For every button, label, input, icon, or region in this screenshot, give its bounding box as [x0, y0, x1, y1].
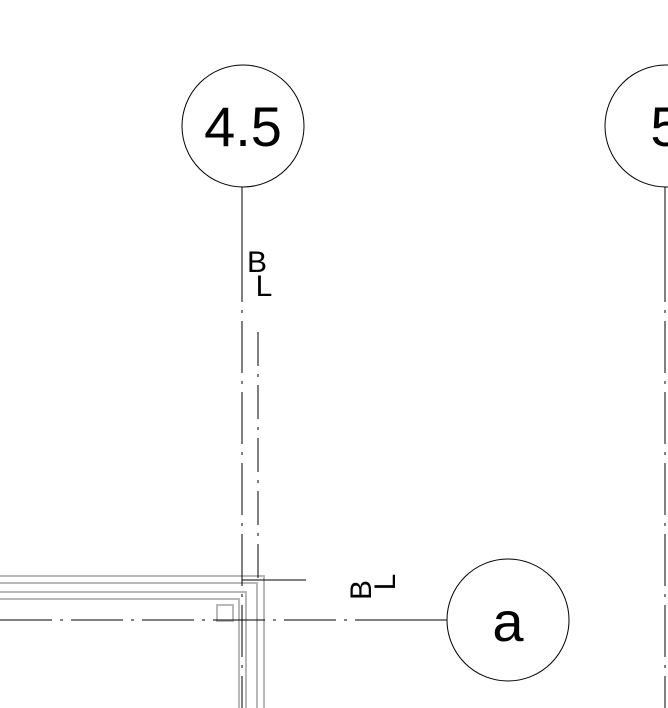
baseline-tag-horizontal-l: L [369, 574, 402, 591]
grid-bubble-5[interactable]: 5 [604, 64, 668, 188]
wall-line-inner-1 [0, 591, 247, 708]
baseline-tag-vertical: B L [247, 246, 272, 303]
baseline-reference[interactable] [242, 332, 306, 581]
wall-line-inner-2 [0, 598, 240, 708]
grid-bubble-5-circle [604, 64, 668, 188]
wall-line-outer-1 [0, 575, 265, 708]
column-marker [216, 604, 234, 622]
wall-outline [0, 575, 265, 708]
grid-bubble-5-label: 5 [650, 95, 668, 158]
baseline-tag-horizontal-b: B [345, 580, 378, 600]
grid-bubble-4-5-label: 4.5 [204, 95, 282, 158]
grid-bubble-a-label: a [492, 590, 524, 653]
grid-bubble-4-5-circle [181, 64, 305, 188]
baseline-tag-vertical-b: B [247, 246, 267, 279]
grid-bubble-4-5[interactable]: 4.5 [181, 64, 305, 188]
baseline-tag-vertical-l: L [256, 270, 273, 303]
baseline-tag-horizontal: B L [345, 574, 402, 600]
wall-line-outer-2 [0, 582, 258, 708]
grid-bubble-a[interactable]: a [446, 558, 570, 682]
